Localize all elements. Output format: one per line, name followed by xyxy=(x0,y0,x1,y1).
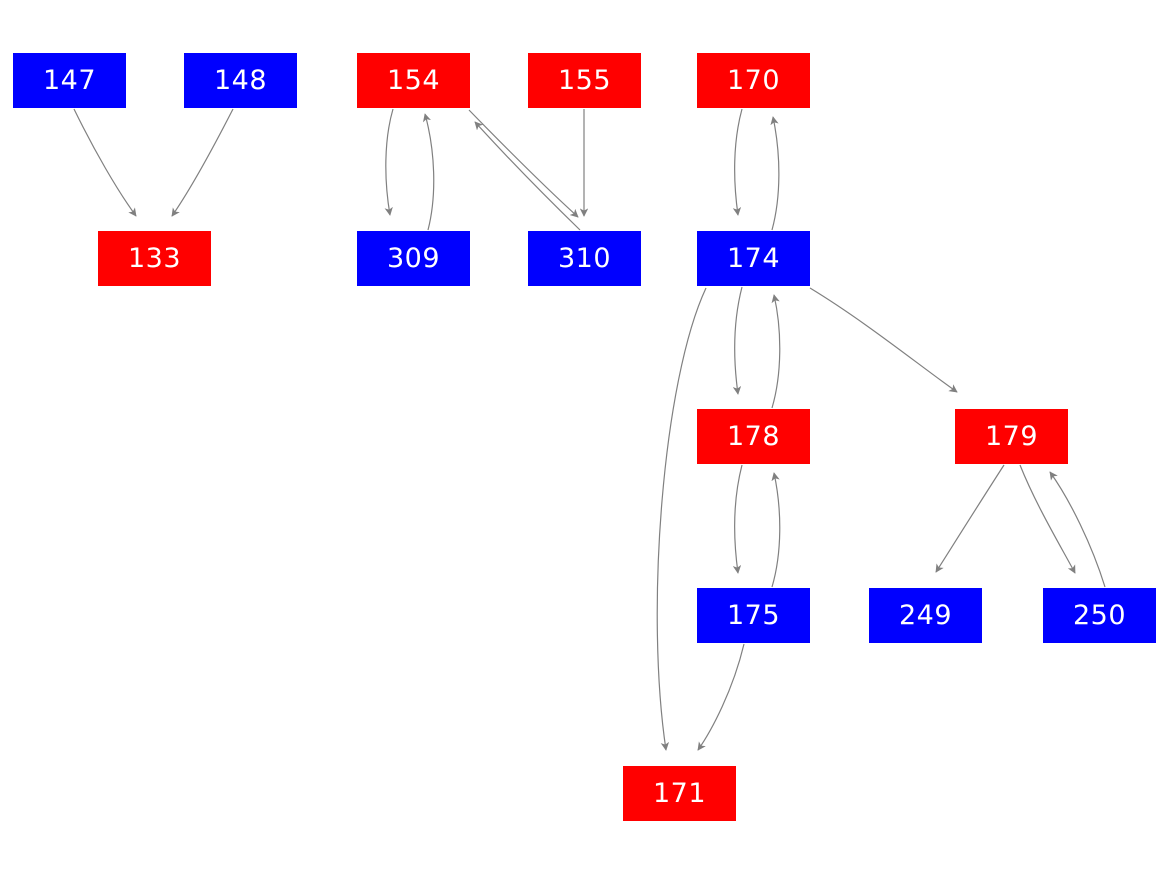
graph-edge xyxy=(697,643,745,751)
graph-edge xyxy=(73,108,137,217)
graph-node-label: 148 xyxy=(213,65,268,96)
graph-edge xyxy=(809,287,958,393)
graph-node-label: 249 xyxy=(898,600,953,631)
graph-node-148[interactable]: 148 xyxy=(184,53,297,108)
graph-node-label: 147 xyxy=(42,65,97,96)
graph-edge xyxy=(384,108,394,216)
graph-node-155[interactable]: 155 xyxy=(528,53,641,108)
graph-node-249[interactable]: 249 xyxy=(869,588,982,643)
graph-edge xyxy=(935,464,1005,573)
graph-node-label: 170 xyxy=(726,65,781,96)
graph-edge xyxy=(732,286,743,395)
graph-edge xyxy=(422,113,435,231)
graph-node-133[interactable]: 133 xyxy=(98,231,211,286)
graph-edge xyxy=(771,294,781,409)
graph-node-label: 155 xyxy=(557,65,612,96)
graph-node-label: 310 xyxy=(557,243,612,274)
graph-edge xyxy=(171,108,234,217)
graph-node-label: 250 xyxy=(1072,600,1127,631)
graph-node-label: 179 xyxy=(984,421,1039,452)
graph-node-310[interactable]: 310 xyxy=(528,231,641,286)
graph-node-179[interactable]: 179 xyxy=(955,409,1068,464)
graph-node-147[interactable]: 147 xyxy=(13,53,126,108)
graph-node-154[interactable]: 154 xyxy=(357,53,470,108)
graph-node-174[interactable]: 174 xyxy=(697,231,810,286)
graph-edge xyxy=(1019,464,1076,574)
graph-edge xyxy=(732,108,743,216)
graph-edge xyxy=(474,121,581,231)
graph-edge xyxy=(656,287,707,751)
graph-edge xyxy=(732,464,743,574)
graph-node-label: 133 xyxy=(127,243,182,274)
graph-edge xyxy=(468,109,579,218)
graph-node-label: 175 xyxy=(726,600,781,631)
graph-node-171[interactable]: 171 xyxy=(623,766,736,821)
graph-node-label: 171 xyxy=(652,778,707,809)
graph-node-178[interactable]: 178 xyxy=(697,409,810,464)
graph-node-175[interactable]: 175 xyxy=(697,588,810,643)
graph-node-170[interactable]: 170 xyxy=(697,53,810,108)
edges-group xyxy=(73,108,1106,751)
graph-node-250[interactable]: 250 xyxy=(1043,588,1156,643)
graph-edge xyxy=(770,116,780,231)
graph-edge xyxy=(771,472,781,588)
graph-edge xyxy=(1049,471,1106,588)
graph-node-label: 174 xyxy=(726,243,781,274)
graph-node-label: 154 xyxy=(386,65,441,96)
graph-node-label: 309 xyxy=(386,243,441,274)
graph-node-label: 178 xyxy=(726,421,781,452)
graph-node-309[interactable]: 309 xyxy=(357,231,470,286)
